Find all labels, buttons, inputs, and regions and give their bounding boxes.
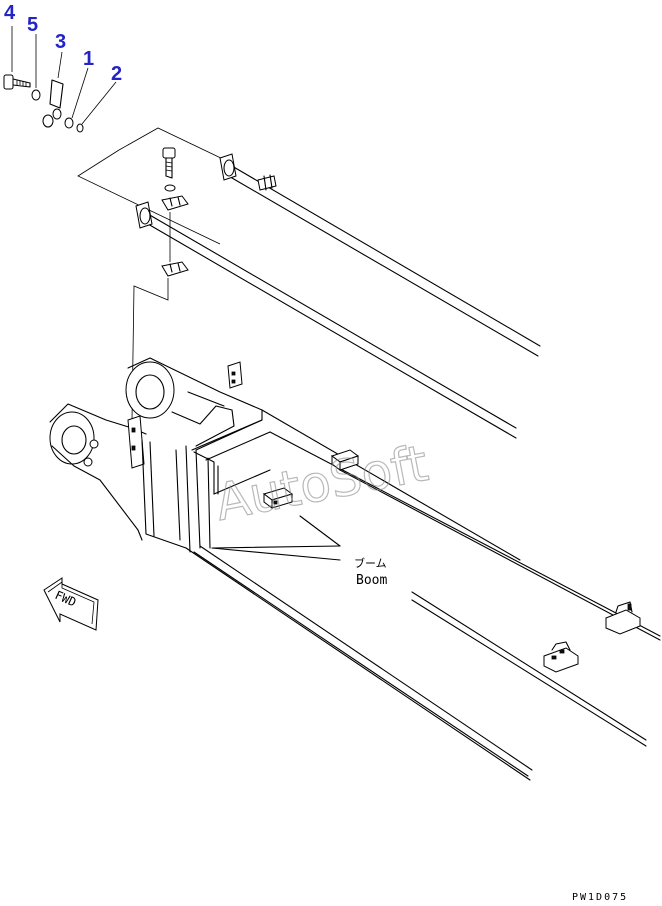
- callout-number: 3: [55, 31, 66, 53]
- ring-part-2: [76, 123, 84, 133]
- forward-direction-arrow: FWD: [43, 577, 99, 631]
- boom-bracket-block: [262, 487, 294, 509]
- washer-part-5: [31, 89, 41, 101]
- hose-clamp: [219, 153, 237, 181]
- boom-bracket-block: [330, 449, 360, 471]
- callout-number: 5: [27, 14, 38, 36]
- hose-bracket: [257, 174, 277, 191]
- upper-hose-lines: [135, 153, 541, 439]
- drawing-code: PW1D075: [572, 892, 628, 903]
- watermark-text: AutoSoft: [211, 434, 433, 532]
- mounting-bolt-assembly: [161, 147, 189, 277]
- hose-clamp: [135, 201, 153, 229]
- clip-part-3: [42, 79, 64, 128]
- callout-numbers: 4 5 3 1 2: [4, 2, 122, 85]
- callout-number: 4: [4, 2, 16, 24]
- boom-label-jp: ブーム: [354, 556, 387, 570]
- boom-label-en: Boom: [356, 573, 387, 588]
- callout-number: 1: [83, 48, 94, 70]
- boom-structure: [49, 357, 661, 781]
- callout-number: 2: [111, 63, 122, 85]
- boom-hose-clamp: [605, 601, 641, 635]
- exploded-fasteners: [3, 26, 117, 133]
- boom-hose-clamp: [543, 641, 579, 673]
- ring-part-1: [64, 117, 74, 129]
- bolt-part-4: [3, 74, 31, 90]
